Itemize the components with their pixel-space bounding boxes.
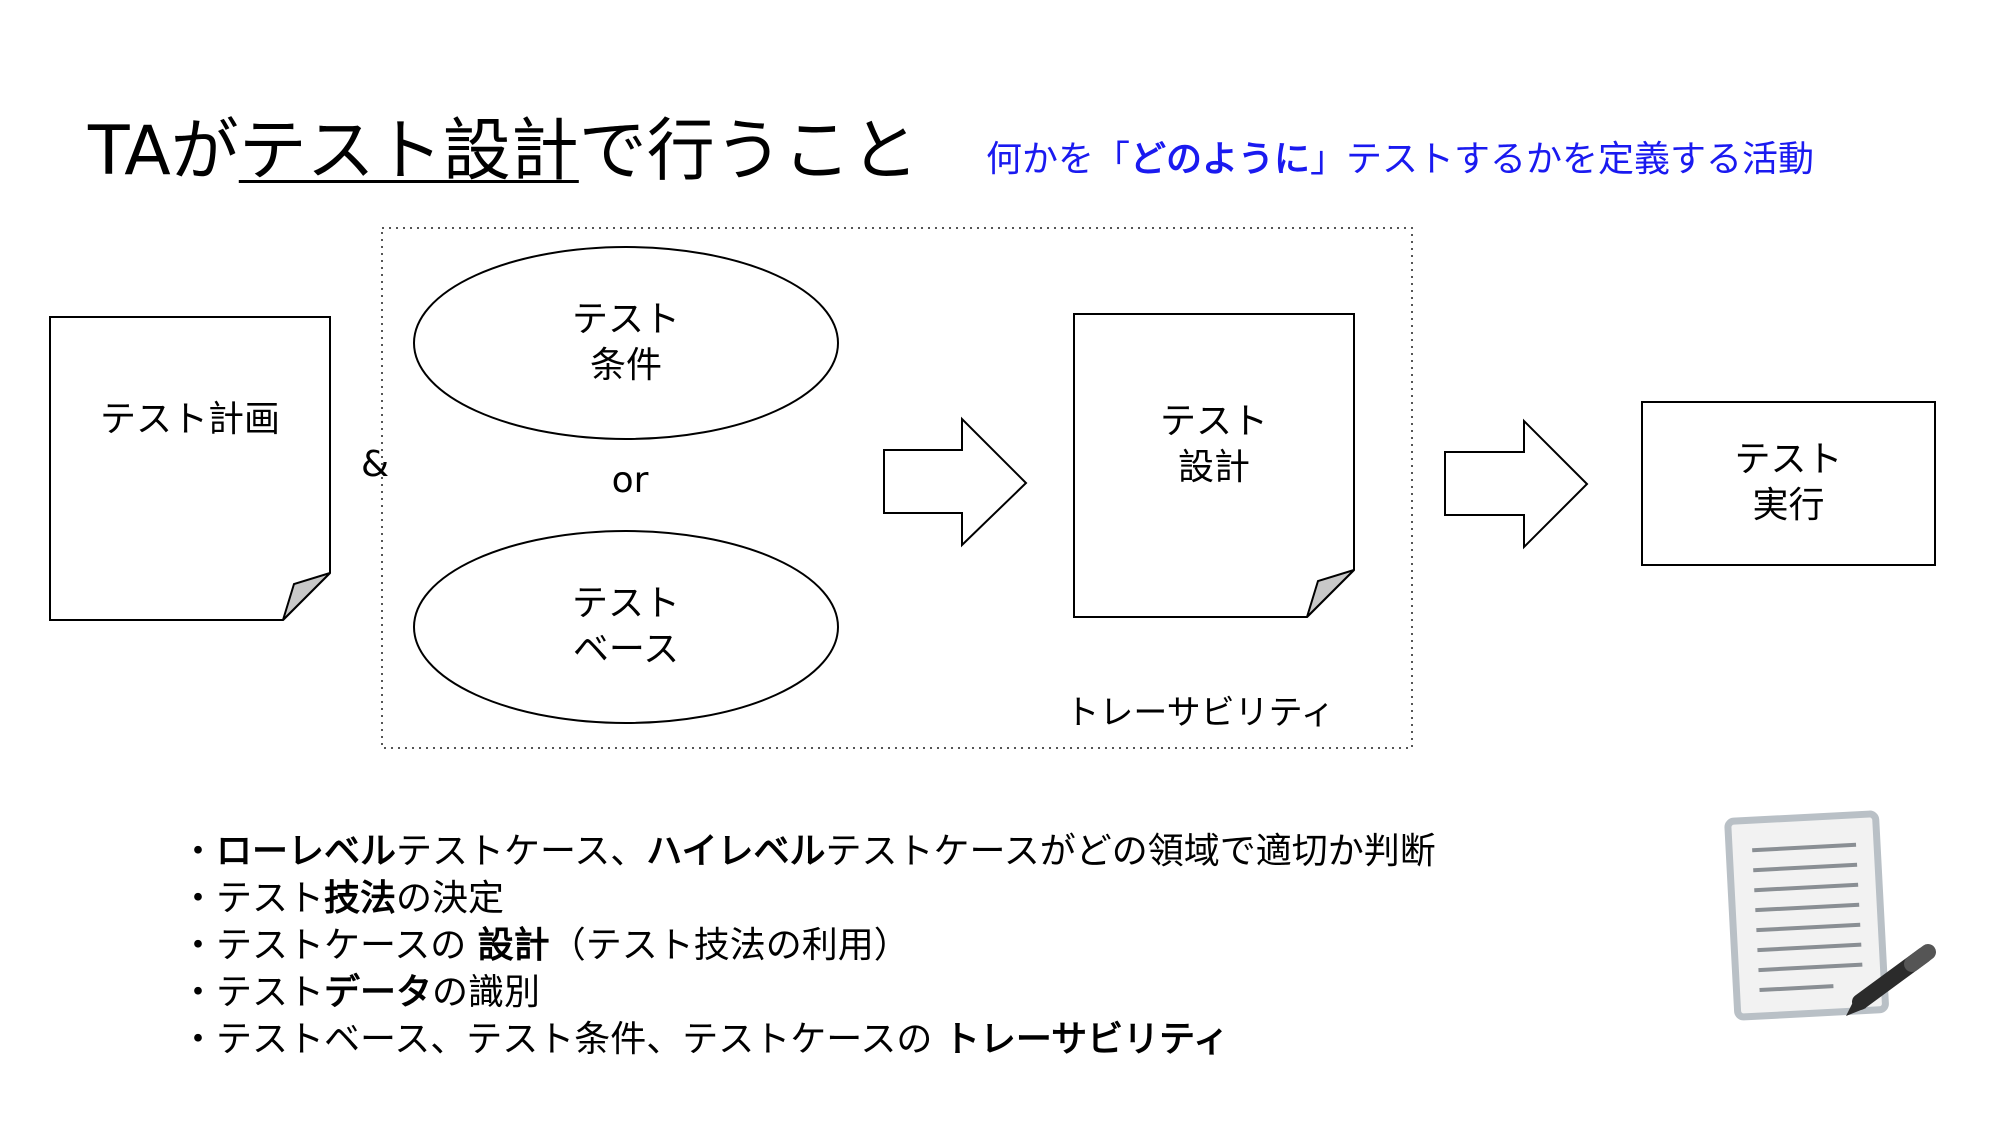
bullet-item: ・テスト技法の決定 (180, 875, 1436, 922)
bullet-text: の決定 (396, 878, 505, 919)
ampersand-label: & (360, 444, 390, 485)
document-with-pen-icon (1724, 810, 1936, 1021)
bullet-item: ・ローレベルテストケース、ハイレベルテストケースがどの領域で適切か判断 (180, 828, 1436, 875)
bullet-text: データ (324, 972, 433, 1013)
test-plan-document-shape (49, 316, 331, 621)
test-design-document-shape (1073, 313, 1355, 618)
bullet-item: ・テストデータの識別 (180, 969, 1436, 1016)
bullet-marker: ・ (180, 1019, 217, 1060)
test-execution-box (1641, 401, 1936, 566)
bullet-marker: ・ (180, 925, 217, 966)
test-basis-label: テスト ベース (571, 583, 680, 670)
test-basis-ellipse (413, 530, 839, 724)
bullet-list: ・ローレベルテストケース、ハイレベルテストケースがどの領域で適切か判断 ・テスト… (180, 828, 1436, 1063)
title-underlined: テスト設計 (238, 112, 579, 191)
bullet-marker: ・ (180, 972, 217, 1013)
bullet-text: テスト (216, 972, 325, 1013)
test-design-label: テスト 設計 (1159, 401, 1268, 488)
bullet-text: （テスト技法の利用） (549, 925, 910, 966)
subtitle: 何かを「どのように」テストするかを定義する活動 (986, 138, 1814, 182)
subtitle-emphasis: どのように (1130, 139, 1311, 180)
bullet-text: テストケースがどの領域で適切か判断 (825, 831, 1436, 872)
or-label: or (611, 460, 649, 501)
test-execution-label: テスト 実行 (1734, 439, 1843, 526)
bullet-item: ・テストベース、テスト条件、テストケースの トレーサビリティ (180, 1016, 1436, 1063)
test-condition-label: テスト 条件 (571, 299, 680, 386)
title-suffix: で行うこと (578, 112, 919, 191)
test-condition-ellipse (413, 246, 839, 440)
subtitle-before: 何かを「 (986, 139, 1131, 180)
traceability-label: トレーサビリティ (1065, 693, 1335, 733)
page-title: TAがテスト設計で行うこと (88, 112, 919, 192)
bullet-text: テスト (216, 878, 325, 919)
bullet-text: トレーサビリティ (943, 1019, 1229, 1060)
page-fold (1306, 569, 1355, 618)
arrow-right-icon (1444, 418, 1589, 550)
bullet-text: 技法 (324, 878, 397, 919)
bullet-text: の識別 (432, 972, 541, 1013)
bullet-text: ローレベル (216, 831, 397, 872)
bullet-text: 設計 (477, 925, 550, 966)
bullet-marker: ・ (180, 878, 217, 919)
bullet-text: テストケースの (216, 925, 478, 966)
bullet-item: ・テストケースの 設計（テスト技法の利用） (180, 922, 1436, 969)
page-fold (282, 572, 331, 621)
test-plan-label: テスト計画 (99, 399, 280, 440)
dotted-group-box (381, 227, 1413, 749)
arrow-right-icon (883, 416, 1028, 548)
title-prefix: TAが (88, 112, 239, 191)
bullet-marker: ・ (180, 831, 217, 872)
bullet-text: ハイレベル (646, 831, 826, 872)
bullet-text: テストケース、 (396, 831, 647, 872)
subtitle-after: 」テストするかを定義する活動 (1310, 139, 1815, 180)
bullet-text: テストベース、テスト条件、テストケースの (216, 1019, 944, 1060)
